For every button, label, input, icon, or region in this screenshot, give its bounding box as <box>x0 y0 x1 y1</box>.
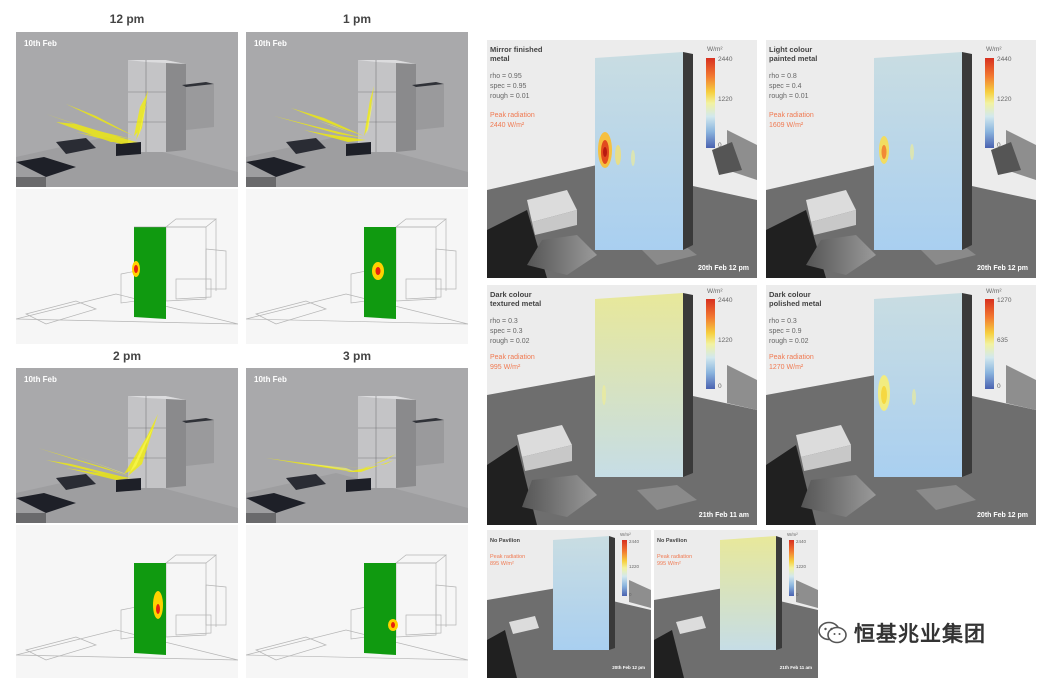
date-tag: 10th Feb <box>24 375 57 384</box>
date-tag: 10th Feb <box>254 39 287 48</box>
watermark-text: 恒基兆业集团 <box>854 622 986 646</box>
legend-tick-max: 2440 <box>997 56 1012 63</box>
date-stamp: 20th Feb 12 pm <box>698 265 749 272</box>
material-title: painted metal <box>769 54 818 63</box>
material-title: textured metal <box>490 299 542 308</box>
watermark: 恒基兆业集团 <box>818 618 986 648</box>
legend-tick-mid: 1220 <box>718 337 733 344</box>
ray-panel-1pm: 10th Feb <box>246 32 468 187</box>
legend-tick-min: 0 <box>718 142 722 149</box>
legend-unit: W/m² <box>986 288 1002 295</box>
param-rough: rough = 0.01 <box>769 93 809 100</box>
material-title: metal <box>490 54 510 63</box>
legend-tick-mid: 1220 <box>997 96 1012 103</box>
param-rho: rho = 0.3 <box>769 318 797 325</box>
date-stamp: 21th Feb 11 am <box>698 512 749 519</box>
date-stamp: 20th Feb 12 pm <box>977 512 1028 519</box>
param-spec: spec = 0.4 <box>769 83 802 90</box>
param-rho: rho = 0.95 <box>490 73 522 80</box>
no-pavilion-title: No Pavilion <box>657 538 687 544</box>
time-label-1pm: 1 pm <box>342 12 371 26</box>
date-tag: 10th Feb <box>24 39 57 48</box>
legend-unit: W/m² <box>620 532 631 537</box>
peak-label: Peak radiation <box>490 112 535 119</box>
legend-tick-max: 2440 <box>718 297 733 304</box>
material-title: Dark colour <box>490 290 532 299</box>
legend-tick-mid: 1220 <box>796 564 807 569</box>
legend-unit: W/m² <box>707 288 723 295</box>
legend-tick-mid: 1220 <box>629 564 640 569</box>
facade-panel-3pm <box>246 525 468 678</box>
material-panel-dark-textured: Dark colour textured metal rho = 0.3 spe… <box>487 285 757 525</box>
facade-panel-1pm <box>246 189 468 344</box>
peak-value: 995 W/m² <box>490 364 521 371</box>
legend-tick-max: 1270 <box>997 297 1012 304</box>
legend-unit: W/m² <box>707 46 723 53</box>
param-rho: rho = 0.8 <box>769 73 797 80</box>
no-pavilion-panel-1: No Pavilion Peak radiation 895 W/m² W/m²… <box>487 530 651 678</box>
time-label-3pm: 3 pm <box>342 349 371 363</box>
legend-tick-min: 0 <box>997 142 1001 149</box>
material-panel-mirror: Mirror finished metal rho = 0.95 spec = … <box>487 40 757 278</box>
material-title: Dark colour <box>769 290 811 299</box>
time-label-2pm: 2 pm <box>112 349 141 363</box>
date-tag: 10th Feb <box>254 375 287 384</box>
ray-panel-12pm: 10th Feb <box>16 32 238 187</box>
param-spec: spec = 0.95 <box>490 83 527 90</box>
facade-panel-2pm <box>16 525 238 678</box>
wechat-icon <box>818 621 847 644</box>
legend-tick-min: 0 <box>718 383 722 390</box>
legend-tick-max: 2440 <box>796 539 807 544</box>
param-rough: rough = 0.01 <box>490 93 530 100</box>
peak-value: 895 W/m² <box>490 561 514 567</box>
legend-tick-max: 2440 <box>718 56 733 63</box>
legend-tick-min: 0 <box>997 383 1001 390</box>
legend-tick-max: 2440 <box>629 539 640 544</box>
legend-unit: W/m² <box>986 46 1002 53</box>
time-label-12pm: 12 pm <box>109 12 145 26</box>
legend-tick-min: 0 <box>796 592 799 597</box>
legend-tick-mid: 635 <box>997 337 1008 344</box>
peak-label: Peak radiation <box>769 354 814 361</box>
param-rho: rho = 0.3 <box>490 318 518 325</box>
param-spec: spec = 0.9 <box>769 328 802 335</box>
peak-label: Peak radiation <box>769 112 814 119</box>
ray-panel-2pm: 10th Feb <box>16 368 238 523</box>
peak-value: 1609 W/m² <box>769 122 804 129</box>
peak-value: 1270 W/m² <box>769 364 804 371</box>
peak-value: 2440 W/m² <box>490 122 525 129</box>
legend-tick-min: 0 <box>629 592 632 597</box>
date-stamp: 21th Feb 11 am <box>779 665 812 670</box>
legend-unit: W/m² <box>787 532 798 537</box>
peak-label: Peak radiation <box>490 354 535 361</box>
material-panel-dark-polished: Dark colour polished metal rho = 0.3 spe… <box>766 285 1036 525</box>
ray-panel-3pm: 10th Feb <box>246 368 468 523</box>
peak-label: Peak radiation <box>657 554 693 560</box>
param-spec: spec = 0.3 <box>490 328 523 335</box>
no-pavilion-title: No Pavilion <box>490 538 520 544</box>
material-title: Light colour <box>769 45 813 54</box>
material-panel-light-painted: Light colour painted metal rho = 0.8 spe… <box>766 40 1036 278</box>
no-pavilion-panel-2: No Pavilion Peak radiation 995 W/m² W/m²… <box>654 530 818 678</box>
param-rough: rough = 0.02 <box>490 338 530 345</box>
material-title: polished metal <box>769 299 822 308</box>
legend-tick-mid: 1220 <box>718 96 733 103</box>
facade-panel-12pm <box>16 189 238 344</box>
peak-label: Peak radiation <box>490 554 526 560</box>
param-rough: rough = 0.02 <box>769 338 809 345</box>
peak-value: 995 W/m² <box>657 561 681 567</box>
date-stamp: 20th Feb 12 pm <box>977 265 1028 272</box>
date-stamp: 20th Feb 12 pm <box>612 665 645 670</box>
material-title: Mirror finished <box>490 45 543 54</box>
